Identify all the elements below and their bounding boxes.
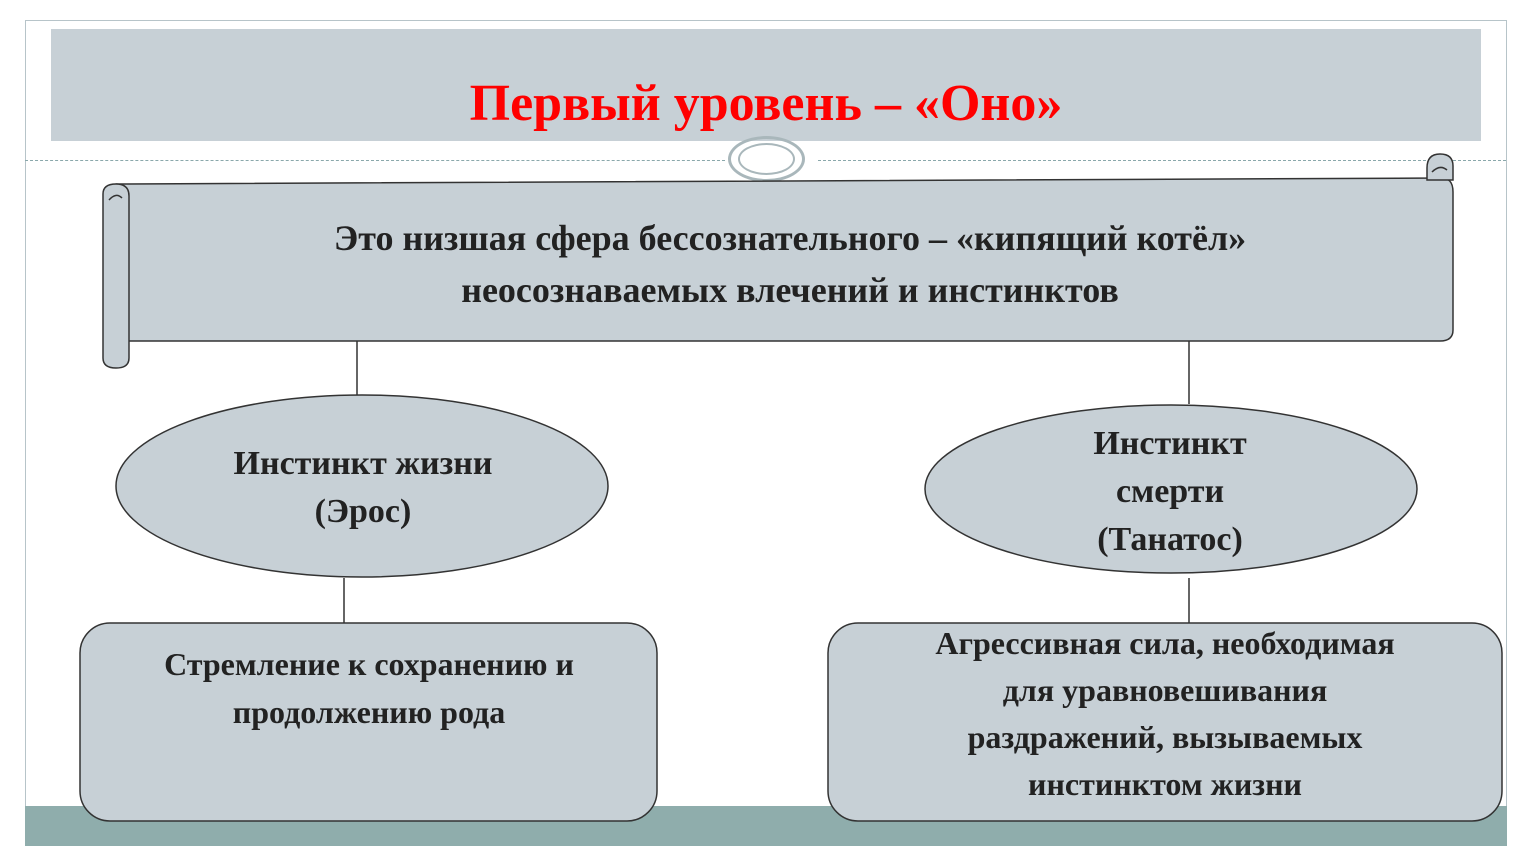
thanatos-description-line-3: раздражений, вызываемых: [967, 719, 1363, 755]
divider-right: [818, 160, 1506, 161]
thanatos-description-line-2: для уравновешивания: [1002, 672, 1328, 708]
thanatos-description-box: [827, 622, 1503, 822]
slide-title: Первый уровень – «Оно»: [469, 75, 1063, 132]
definition-scroll: [102, 153, 1454, 369]
eros-label: Инстинкт жизни (Эрос): [118, 440, 608, 536]
definition-text: Это низшая сфера бессознательного – «кип…: [130, 212, 1450, 316]
eros-ellipse: [115, 394, 609, 578]
thanatos-description-line-4: инстинктом жизни: [1028, 766, 1302, 802]
eros-line-1: Инстинкт жизни: [233, 445, 493, 482]
thanatos-ellipse: [924, 404, 1418, 574]
thanatos-description-line-1: Агрессивная сила, необходимая: [935, 625, 1395, 661]
thanatos-label: Инстинкт смерти (Танатос): [925, 420, 1415, 564]
thanatos-line-1: Инстинкт: [1093, 425, 1247, 462]
eros-line-2: (Эрос): [314, 493, 412, 530]
title-band: [51, 29, 1481, 141]
thanatos-line-3: (Танатос): [1097, 521, 1243, 558]
definition-line-1: Это низшая сфера бессознательного – «кип…: [333, 218, 1247, 258]
thanatos-line-2: смерти: [1115, 473, 1225, 510]
eros-description-line-1: Стремление к сохранению и: [164, 646, 574, 682]
eros-description-text: Стремление к сохранению и продолжению ро…: [82, 640, 656, 736]
eros-description-line-2: продолжению рода: [232, 694, 506, 730]
eros-description-box: [79, 622, 658, 822]
divider-left: [25, 160, 725, 161]
definition-line-2: неосознаваемых влечений и инстинктов: [461, 270, 1119, 310]
thanatos-description-text: Агрессивная сила, необходимая для уравно…: [830, 620, 1500, 808]
divider-ornament-inner: [738, 143, 795, 175]
